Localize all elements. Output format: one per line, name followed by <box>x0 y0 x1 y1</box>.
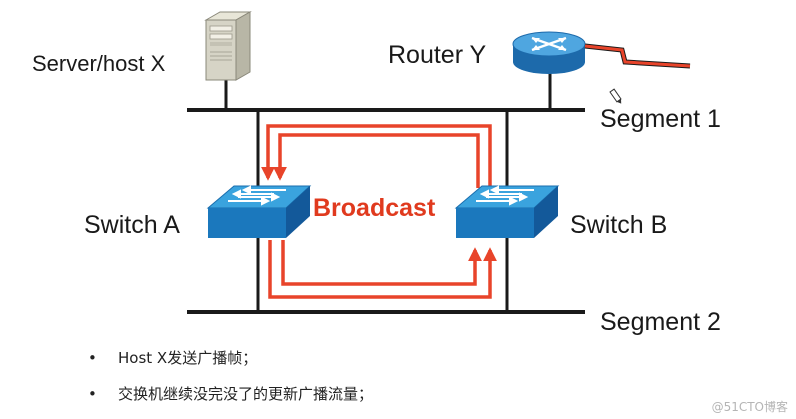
bullet-symbol: • <box>88 385 97 403</box>
lower-loop-inner <box>281 240 482 286</box>
pencil-cursor-icon <box>609 88 622 104</box>
broadcast-loop <box>261 124 497 299</box>
watermark: @51CTO博客 <box>711 400 788 414</box>
switch-a-label: Switch A <box>84 211 180 239</box>
bullet-item: • Host X发送广播帧； <box>88 340 373 376</box>
segment-1-label: Segment 1 <box>600 105 721 133</box>
switch-a-icon <box>206 185 312 238</box>
bullet-text: 交换机继续没完没了的更新广播流量； <box>118 385 374 403</box>
router-icon <box>512 31 586 74</box>
switch-b-label: Switch B <box>570 211 667 239</box>
lower-loop-outer <box>268 240 497 299</box>
bullet-item: • 交换机继续没完没了的更新广播流量； <box>88 376 373 412</box>
upper-loop-inner <box>273 133 480 188</box>
broadcast-label: Broadcast <box>313 194 436 222</box>
bullet-text: Host X发送广播帧； <box>118 349 258 367</box>
server-label: Server/host X <box>32 51 166 76</box>
bullet-list: • Host X发送广播帧； • 交换机继续没完没了的更新广播流量； <box>88 340 373 412</box>
router-label: Router Y <box>388 41 487 69</box>
bullet-symbol: • <box>88 349 97 367</box>
server-icon <box>204 11 252 81</box>
segment-2-label: Segment 2 <box>600 308 721 336</box>
upper-loop-outer <box>261 124 492 188</box>
switch-b-icon <box>454 185 560 238</box>
